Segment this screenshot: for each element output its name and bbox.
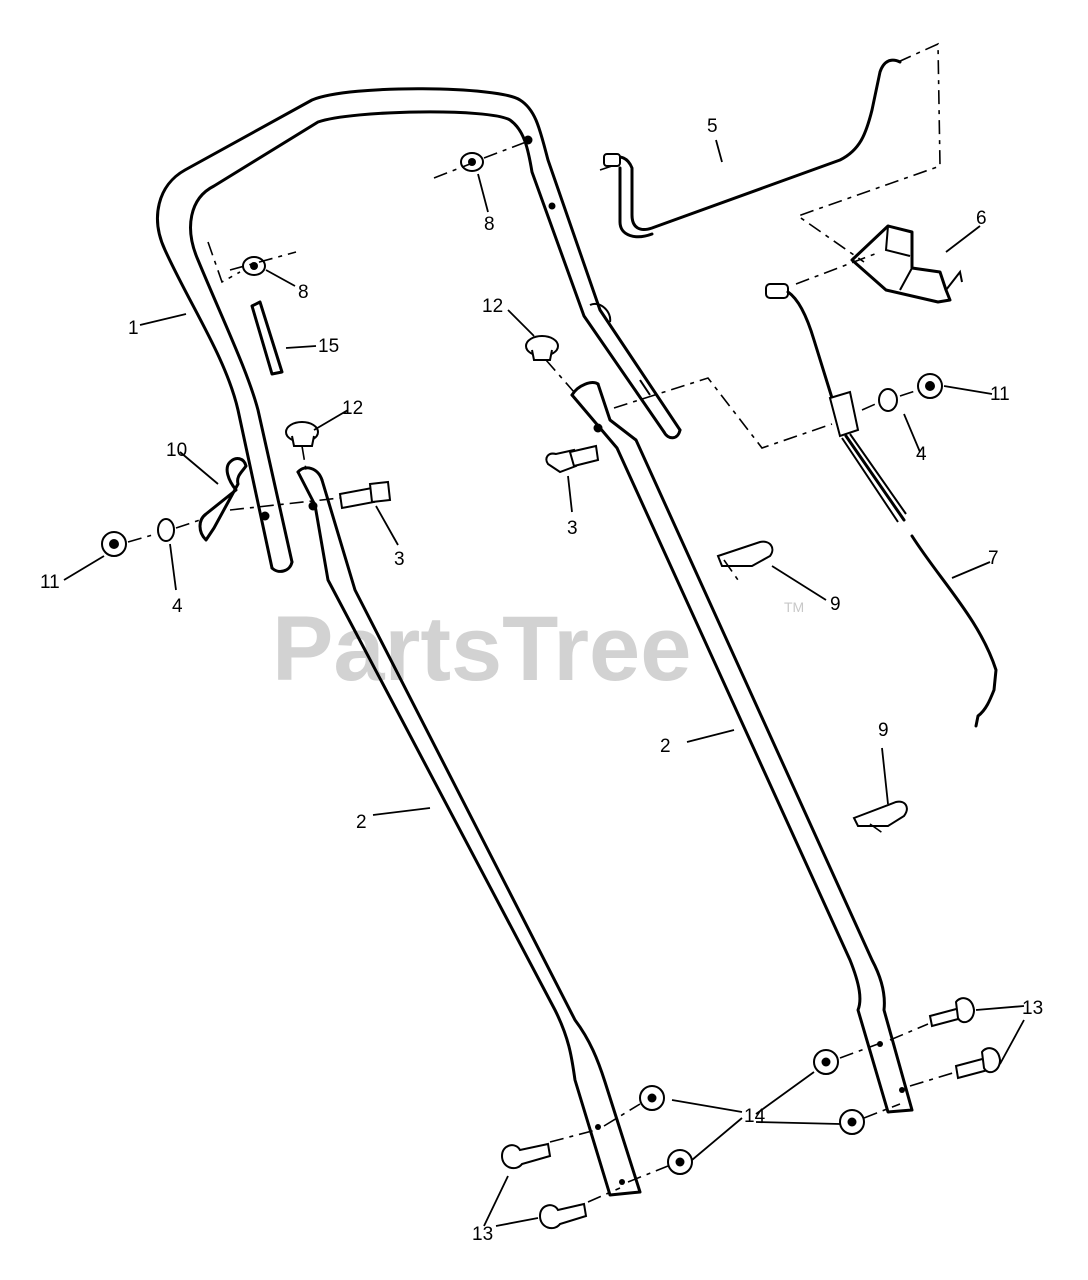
upper-handle xyxy=(156,87,682,573)
callout-8-left: 8 xyxy=(298,282,309,303)
control-cable xyxy=(765,283,998,728)
callout-2-left: 2 xyxy=(356,812,367,833)
watermark-brand: PartsTree xyxy=(272,598,691,700)
callout-9-upper: 9 xyxy=(830,594,841,615)
carriage-bolts xyxy=(500,997,1002,1230)
callout-13-left: 13 xyxy=(472,1224,493,1245)
callout-13-right: 13 xyxy=(1022,998,1043,1019)
callout-11-right: 11 xyxy=(990,384,1010,405)
watermark-tm: TM xyxy=(784,599,804,615)
callout-1: 1 xyxy=(128,318,139,339)
callout-7: 7 xyxy=(988,548,999,569)
callout-10: 10 xyxy=(166,440,187,461)
callout-4-left: 4 xyxy=(172,596,183,617)
callout-3-left: 3 xyxy=(394,549,405,570)
label-strip xyxy=(250,300,284,376)
lower-handle-left xyxy=(296,466,642,1197)
bolts xyxy=(338,444,600,510)
lower-handle-right xyxy=(570,381,914,1114)
callout-labels: 1 2 2 3 3 4 4 5 6 7 8 8 9 9 10 11 11 12 … xyxy=(40,116,1043,1245)
nuts-washers xyxy=(101,373,943,557)
watermark: PartsTree TM xyxy=(272,598,804,700)
callout-15: 15 xyxy=(318,336,339,357)
callout-14: 14 xyxy=(744,1106,766,1127)
plugs xyxy=(285,335,559,447)
cable-clips xyxy=(716,540,908,827)
control-rod xyxy=(603,58,902,239)
callout-11-left: 11 xyxy=(40,572,60,593)
flange-nuts xyxy=(639,1049,865,1175)
bail-hook xyxy=(198,457,248,542)
callout-3-right: 3 xyxy=(567,518,578,539)
callout-12-right: 12 xyxy=(482,296,503,317)
bail-bracket xyxy=(850,224,963,304)
callout-4-right: 4 xyxy=(916,444,927,465)
callout-12-left: 12 xyxy=(342,398,363,419)
callout-5: 5 xyxy=(707,116,718,137)
callout-2-right: 2 xyxy=(660,736,671,757)
assembly-lines xyxy=(127,42,957,1203)
callout-9-lower: 9 xyxy=(878,720,889,741)
leader-lines xyxy=(63,139,1025,1227)
callout-6: 6 xyxy=(976,208,987,229)
callout-8-top: 8 xyxy=(484,214,495,235)
